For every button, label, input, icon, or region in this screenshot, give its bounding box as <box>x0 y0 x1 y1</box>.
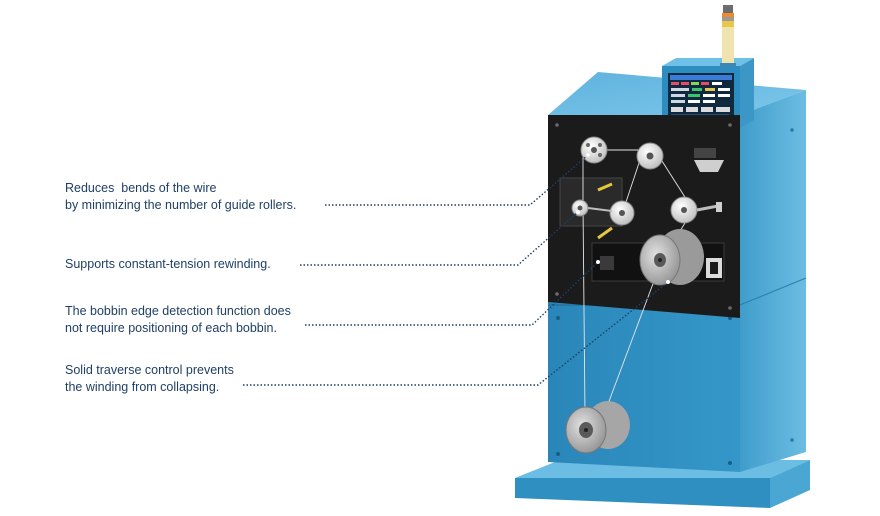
leader-line-constant-tension <box>300 211 579 266</box>
bobbin-icon <box>639 229 704 286</box>
callout-bobbin-edge: The bobbin edge detection function does … <box>65 304 291 335</box>
supply-bobbin-icon <box>565 401 630 454</box>
callout-wire-bends: Reduces bends of the wire by minimizing … <box>65 181 297 212</box>
callout-traverse-control: Solid traverse control prevents the wind… <box>65 363 234 394</box>
signal-tower-icon <box>720 5 736 67</box>
leader-line-traverse-control <box>243 281 669 386</box>
callout-constant-tension: Supports constant-tension rewinding. <box>65 257 271 271</box>
dancer-roller-left <box>571 182 635 240</box>
leader-line-endpoints <box>576 153 670 284</box>
touch-screen-icon <box>668 73 734 121</box>
roller-icon <box>580 136 608 164</box>
leader-line-bobbin-edge <box>305 261 599 326</box>
tension-roller <box>636 142 664 170</box>
dancer-roller-right <box>670 196 722 224</box>
leader-lines <box>243 154 669 386</box>
leader-line-wire-bends <box>325 154 589 206</box>
